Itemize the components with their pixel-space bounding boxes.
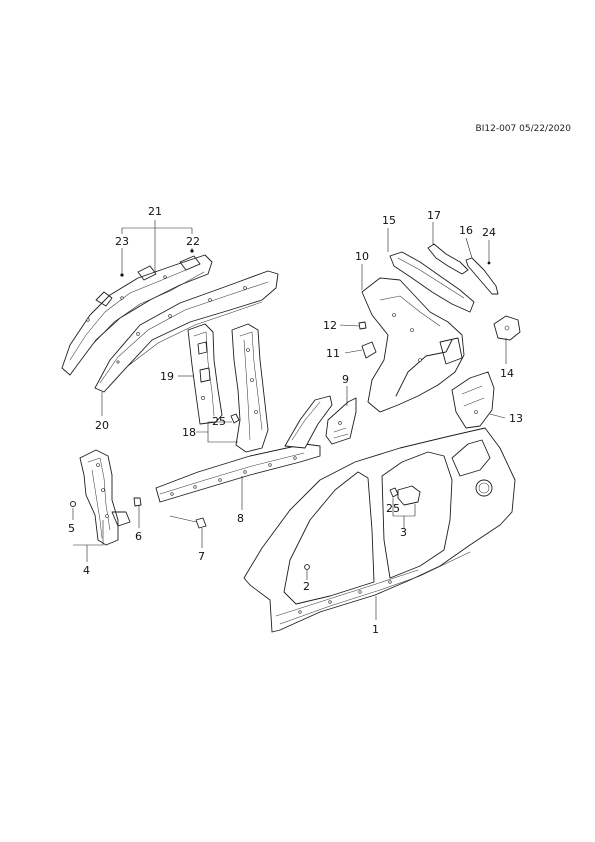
part-25-bolt-right	[389, 487, 399, 498]
part-16-moulding	[465, 257, 499, 295]
part-17-gutter	[427, 243, 469, 275]
callout-1: 1	[372, 623, 379, 636]
part-11-bracket	[361, 341, 377, 359]
part-2-plug	[304, 564, 310, 570]
part-1-body-side-outer	[243, 427, 516, 633]
callout-5: 5	[68, 522, 75, 535]
callout-12: 12	[323, 319, 337, 332]
part-20-roof-rail	[94, 270, 279, 393]
part-10-wheelhouse-inner	[361, 277, 465, 413]
callout-8: 8	[237, 512, 244, 525]
callout-9: 9	[342, 373, 349, 386]
callout-4: 4	[83, 564, 90, 577]
part-18-b-pillar-reinforcement	[231, 323, 269, 453]
callout-22: 22	[186, 235, 200, 248]
callout-25-left: 25	[212, 415, 226, 428]
part-6-fastener	[133, 497, 142, 507]
part-13-extension	[451, 371, 495, 429]
callout-18: 18	[182, 426, 196, 439]
callout-10: 10	[355, 250, 369, 263]
part-7-clip	[195, 517, 207, 529]
part-19-b-pillar-inner	[187, 323, 223, 425]
callout-6: 6	[135, 530, 142, 543]
part-23-clip-marker	[120, 273, 124, 277]
part-4-a-pillar-lower	[79, 449, 131, 546]
part-9-brace	[325, 397, 357, 445]
part-3-bracket	[397, 485, 421, 506]
callout-13: 13	[509, 412, 523, 425]
callout-20: 20	[95, 419, 109, 432]
leader-lines	[72, 220, 507, 620]
callout-16: 16	[459, 224, 473, 237]
part-24-clip-marker	[487, 261, 491, 265]
callout-15: 15	[382, 214, 396, 227]
callout-25-right: 25	[386, 502, 400, 515]
callout-11: 11	[326, 347, 340, 360]
callout-24: 24	[482, 226, 496, 239]
part-12-nut	[358, 321, 367, 330]
callout-14: 14	[500, 367, 514, 380]
callout-2: 2	[303, 580, 310, 593]
callout-23: 23	[115, 235, 129, 248]
part-22-clip-marker	[190, 249, 194, 253]
document-reference: BI12-007 05/22/2020	[475, 124, 571, 134]
callout-19: 19	[160, 370, 174, 383]
part-25-bolt-left	[230, 413, 240, 424]
callout-21: 21	[148, 205, 162, 218]
part-15-rear-rail	[389, 251, 475, 313]
part-14-bracket	[493, 315, 521, 341]
part-5-fastener	[69, 500, 77, 508]
part-8-rocker-panel	[155, 395, 333, 503]
callout-7: 7	[198, 550, 205, 563]
callout-3: 3	[400, 526, 407, 539]
part-21-rail-reinforcement	[61, 254, 213, 376]
callout-17: 17	[427, 209, 441, 222]
